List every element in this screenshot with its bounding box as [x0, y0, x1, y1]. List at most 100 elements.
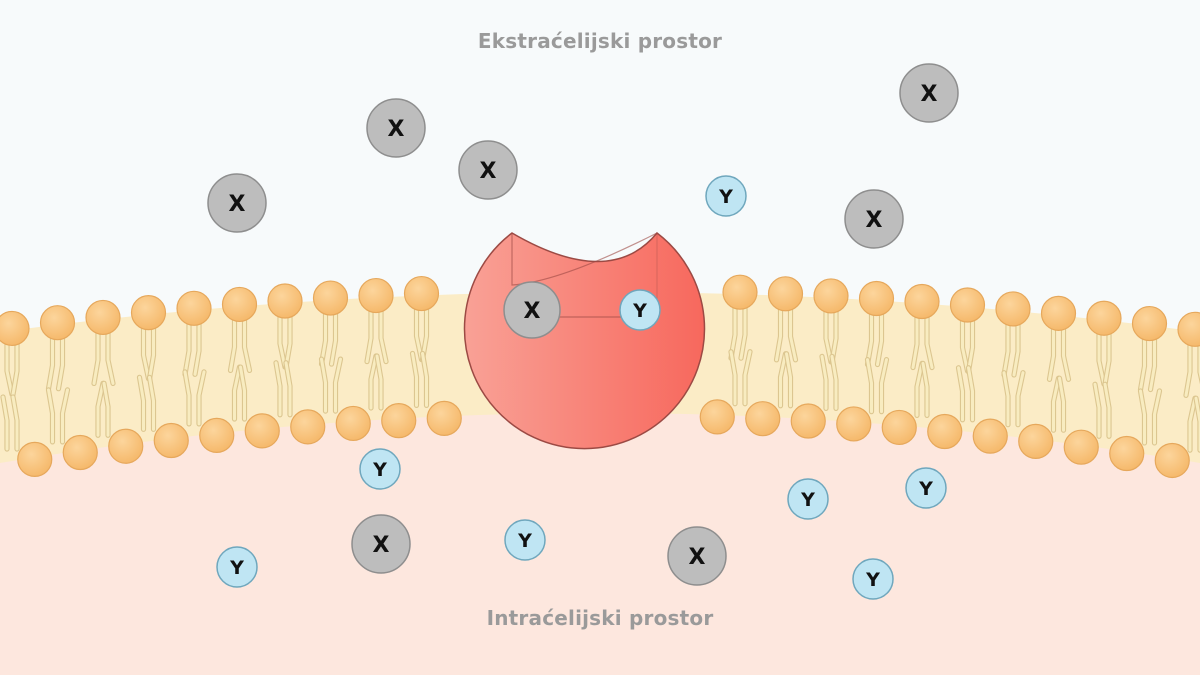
x-molecule-label: X — [866, 208, 883, 233]
lipid-head — [722, 274, 758, 310]
x-molecule-circle — [844, 189, 904, 249]
y-molecule-circle — [216, 546, 258, 588]
lipid-head — [1177, 311, 1200, 347]
y-molecule-label: Y — [229, 557, 244, 579]
lipid-tails — [819, 353, 839, 412]
x-molecule-label: X — [388, 117, 405, 142]
y-molecule-circle — [852, 558, 894, 600]
lipid-tails — [1137, 388, 1163, 446]
transporter-protein: X Y — [463, 231, 706, 450]
lipid-tails — [318, 309, 339, 367]
x-molecule: X — [899, 63, 959, 123]
lipid-tails — [368, 353, 384, 411]
lipid-tails — [1092, 381, 1112, 439]
lipid-head — [1040, 295, 1077, 331]
y-molecule: Y — [705, 175, 747, 217]
lipid-tails — [4, 339, 20, 398]
x-molecule-label: X — [480, 159, 497, 184]
lipid-tails — [728, 349, 753, 407]
lipid-tails — [959, 316, 976, 374]
x-molecule: X — [458, 140, 518, 200]
lipid-head — [927, 413, 963, 450]
y-molecule-circle — [905, 467, 947, 509]
y-molecule-label: Y — [800, 489, 815, 511]
lipid-tails — [136, 374, 157, 432]
extracellular-molecules: X X X X X Y — [207, 63, 959, 249]
y-molecule: Y — [504, 519, 546, 561]
intracellular-label: Intraćelijski prostor — [487, 606, 714, 630]
lipid-tails — [45, 387, 71, 445]
lipid-tails — [277, 312, 293, 370]
x-molecule-label: X — [373, 533, 390, 558]
x-molecule: X — [667, 526, 727, 586]
lipid-head — [767, 276, 804, 312]
binding-pocket — [511, 232, 658, 286]
lipid-head — [1109, 435, 1145, 472]
y-molecule-circle — [504, 519, 546, 561]
lipid-tails — [45, 334, 66, 392]
lipid-tails — [1046, 324, 1072, 382]
bound-x-molecule: X — [503, 281, 561, 339]
lipid-tails — [823, 307, 839, 365]
lipid-tails — [273, 360, 293, 418]
lipid-head — [221, 286, 258, 323]
bound-y-label: Y — [632, 300, 647, 322]
x-molecule-label: X — [689, 545, 706, 570]
lipid-head — [335, 405, 371, 442]
lipid-head — [267, 283, 303, 319]
lipid-tails — [231, 364, 248, 422]
lipid-tails — [864, 357, 890, 415]
lipid-tails — [140, 324, 157, 382]
y-molecule: Y — [216, 546, 258, 588]
lipid-head — [1131, 305, 1168, 342]
lipid-head — [1154, 442, 1190, 479]
lipid-head — [358, 277, 394, 314]
lipid-tails — [364, 306, 389, 365]
lipid-head — [153, 422, 189, 459]
lipid-tails — [227, 315, 253, 374]
lipid-head — [290, 409, 326, 445]
x-molecule: X — [351, 514, 411, 574]
lipid-tails — [773, 305, 799, 363]
x-molecule: X — [366, 98, 426, 158]
lipid-head — [244, 413, 280, 449]
y-molecule-label: Y — [865, 569, 880, 591]
lipid-tails — [955, 365, 976, 423]
lipid-head — [745, 401, 781, 437]
lipid-head — [1018, 423, 1054, 459]
lipid-tails — [409, 350, 430, 409]
y-molecule-label: Y — [718, 186, 733, 208]
lipid-tails — [1096, 329, 1112, 387]
lipid-tails — [864, 309, 885, 368]
intracellular-molecules: Y Y X Y X Y Y Y — [216, 448, 947, 600]
lipid-head — [995, 291, 1031, 327]
lipid-head — [403, 275, 440, 312]
lipid-head — [312, 280, 349, 316]
lipid-tails — [1001, 320, 1021, 378]
y-molecule-label: Y — [918, 478, 933, 500]
y-molecule-label: Y — [372, 459, 387, 481]
x-molecule: X — [207, 173, 267, 233]
lipid-tails — [318, 356, 344, 414]
lipid-head — [199, 417, 235, 454]
lipid-tails — [182, 319, 202, 377]
lipid-head — [858, 280, 895, 317]
lipid-tails — [1137, 334, 1158, 393]
lipid-tails — [777, 351, 794, 409]
lipid-tails — [1187, 395, 1200, 453]
lipid-head — [699, 399, 735, 435]
x-molecule-circle — [351, 514, 411, 574]
lipid-head — [176, 290, 212, 326]
lipid-tails — [910, 312, 935, 371]
lipid-tails — [95, 380, 111, 438]
lipid-tails — [0, 394, 20, 452]
lipid-head — [0, 310, 30, 347]
lipid-head — [881, 409, 917, 446]
lipid-head — [108, 428, 144, 464]
y-molecule: Y — [852, 558, 894, 600]
lipid-head — [904, 283, 940, 320]
lipid-head — [85, 299, 121, 336]
lipid-head — [836, 406, 872, 442]
lipid-head — [790, 403, 826, 439]
